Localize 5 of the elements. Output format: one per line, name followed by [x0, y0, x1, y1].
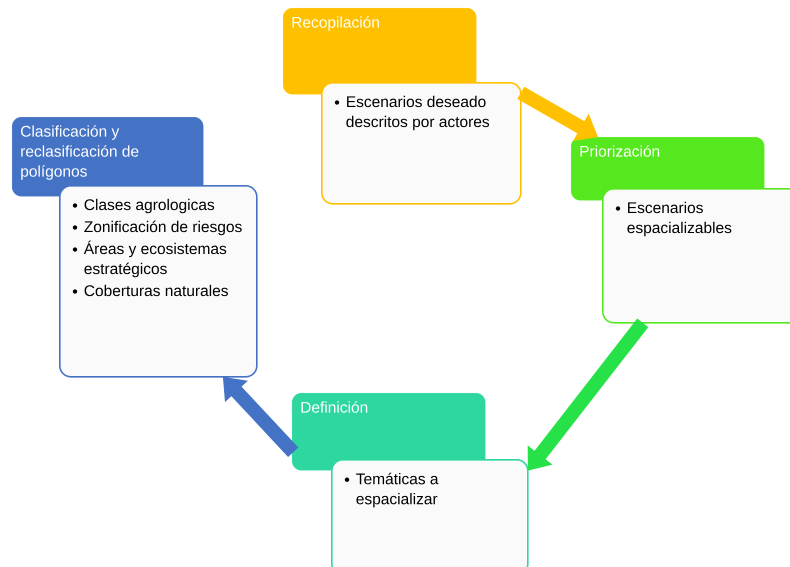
detail-box: Escenarios deseado descritos por actores [321, 82, 522, 205]
detail-box: Escenarios espacializables [602, 188, 790, 324]
detail-box: Clases agrologicas Zonificación de riesgos Áreas y ecosistemas estratégicos Coberturas naturales [59, 185, 258, 378]
heading-box: Clasificación y reclasificación de polígonos [12, 117, 204, 196]
detail-box: Temáticas a espacializar [331, 459, 529, 567]
